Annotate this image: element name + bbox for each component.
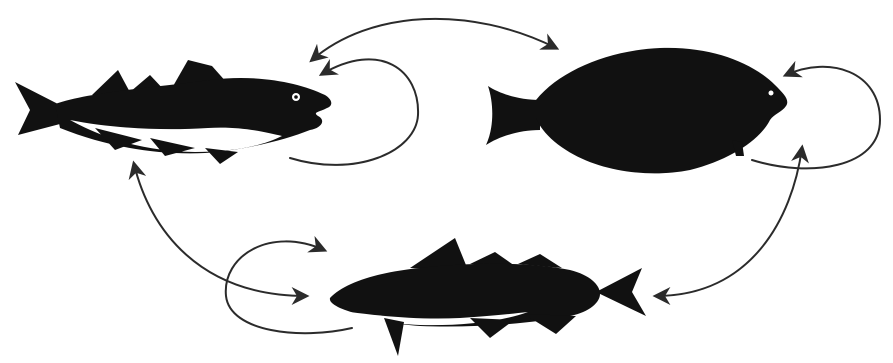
cod-pollock-arrow: [134, 164, 306, 296]
cod-halibut-arrow: [312, 19, 556, 60]
cod-fish-icon: [15, 60, 331, 164]
flatfish-icon: [486, 48, 787, 174]
pollock-fish-icon: [330, 238, 646, 356]
